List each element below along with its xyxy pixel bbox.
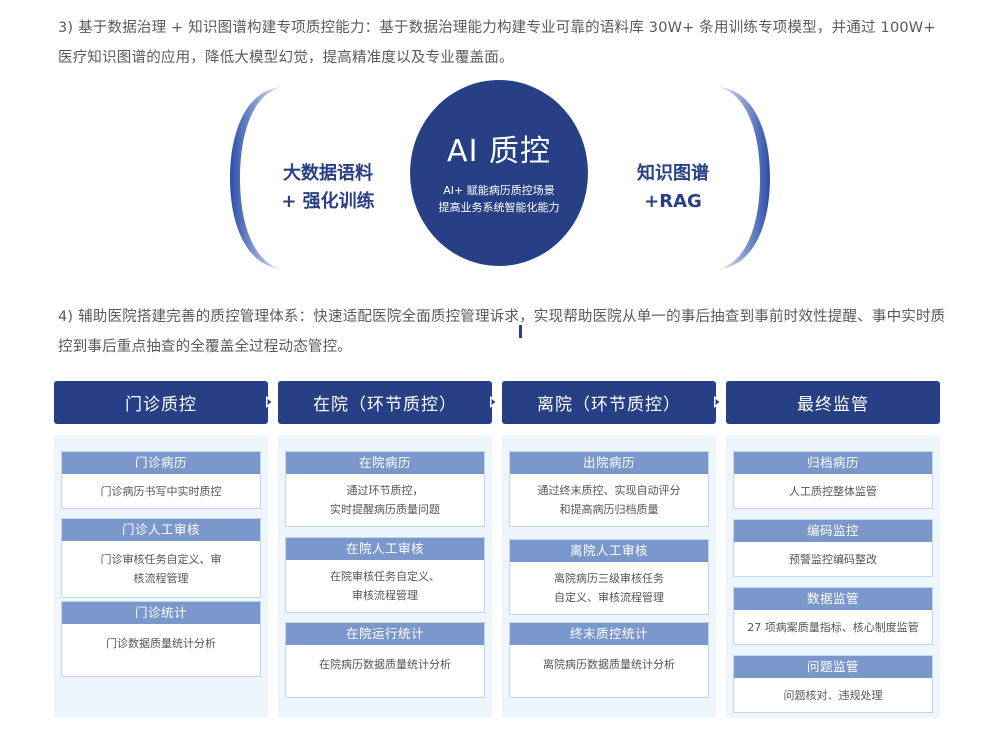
card-line: 在院审核任务自定义、: [330, 570, 440, 583]
card-body: 离院病历数据质量统计分析: [510, 645, 708, 697]
ai-qc-circle: AI 质控 AI+ 赋能病历质控场景 提高业务系统智能化能力: [410, 80, 588, 266]
card-title: 离院人工审核: [510, 540, 708, 562]
card-body: 门诊审核任务自定义、审 核流程管理: [62, 541, 260, 597]
card-discharge-records: 出院病历 通过终末质控、实现自动评分 和提高病历归档质量: [509, 451, 709, 527]
card-body: 门诊病历书写中实时质控: [62, 474, 260, 508]
stage-header-final-supervision: 最终监管: [726, 381, 940, 424]
card-line: 门诊病历书写中实时质控: [100, 484, 222, 498]
card-body: 通过环节质控， 实时提醒病历质量问题: [286, 474, 484, 526]
card-body: 门诊数据质量统计分析: [62, 624, 260, 676]
card-outpatient-manual-review: 门诊人工审核 门诊审核任务自定义、审 核流程管理: [61, 518, 261, 598]
card-body: 通过终末质控、实现自动评分 和提高病历归档质量: [510, 474, 708, 526]
right-label-kg-rag: 知识图谱 +RAG: [618, 160, 728, 216]
card-body: 问题核对．违规处理: [734, 678, 932, 712]
card-line: 自定义、审核流程管理: [554, 591, 664, 604]
card-line: 通过环节质控，: [346, 484, 424, 497]
card-title: 归档病历: [734, 452, 932, 474]
card-line: 离院病历数据质量统计分析: [543, 658, 675, 671]
text-cursor: [519, 325, 522, 338]
card-issue-supervision: 问题监管 问题核对．违规处理: [733, 655, 933, 713]
hero-subtitle: AI+ 赋能病历质控场景 提高业务系统智能化能力: [410, 182, 588, 216]
card-title: 出院病历: [510, 452, 708, 474]
card-outpatient-records: 门诊病历 门诊病历书写中实时质控: [61, 451, 261, 509]
panel-outpatient: 门诊病历 门诊病历书写中实时质控 门诊人工审核 门诊审核任务自定义、审 核流程管…: [54, 435, 268, 718]
panel-final-supervision: 归档病历 人工质控整体监管 编码监控 预警监控编码整改 数据监管 27 项病案质…: [726, 435, 940, 718]
chevron-right-icon: [490, 396, 498, 408]
panel-inpatient: 在院病历 通过环节质控， 实时提醒病历质量问题 在院人工审核 在院审核任务自定义…: [278, 435, 492, 718]
card-coding-monitor: 编码监控 预警监控编码整改: [733, 519, 933, 577]
card-inpatient-manual-review: 在院人工审核 在院审核任务自定义、 审核流程管理: [285, 537, 485, 613]
card-outpatient-statistics: 门诊统计 门诊数据质量统计分析: [61, 601, 261, 677]
left-arc-bracket-icon: [230, 87, 282, 269]
card-title: 在院病历: [286, 452, 484, 474]
right-label-line2: +RAG: [644, 191, 702, 212]
left-label-line2: + 强化训练: [281, 191, 375, 212]
card-body: 离院病历三级审核任务 自定义、审核流程管理: [510, 562, 708, 614]
card-body: 在院病历数据质量统计分析: [286, 645, 484, 697]
card-line: 离院病历三级审核任务: [554, 572, 664, 585]
card-title: 门诊病历: [62, 452, 260, 474]
card-title: 在院运行统计: [286, 623, 484, 645]
stage-header-inpatient: 在院（环节质控）: [278, 381, 492, 424]
ai-qc-hero-diagram: 大数据语料 + 强化训练 AI 质控 AI+ 赋能病历质控场景 提高业务系统智能…: [0, 80, 1000, 280]
card-line: 预警监控编码整改: [789, 552, 877, 566]
card-title: 门诊人工审核: [62, 519, 260, 541]
card-line: 实时提醒病历质量问题: [330, 503, 440, 516]
card-line: 在院病历数据质量统计分析: [319, 658, 451, 671]
stage-header-outpatient: 门诊质控: [54, 381, 268, 424]
right-label-line1: 知识图谱: [637, 163, 709, 184]
card-archived-records: 归档病历 人工质控整体监管: [733, 451, 933, 509]
stage-header-discharge: 离院（环节质控）: [502, 381, 716, 424]
card-line: 人工质控整体监管: [789, 484, 877, 498]
hero-title: AI 质控: [447, 134, 551, 169]
card-title: 问题监管: [734, 656, 932, 678]
card-line: 27 项病案质量指标、核心制度监管: [747, 620, 919, 634]
card-title: 数据监管: [734, 588, 932, 610]
card-line: 和提高病历归档质量: [559, 503, 659, 516]
card-title: 编码监控: [734, 520, 932, 542]
card-line: 核流程管理: [133, 572, 189, 585]
left-label-corpus-training: 大数据语料 + 强化训练: [268, 160, 388, 216]
card-discharge-manual-review: 离院人工审核 离院病历三级审核任务 自定义、审核流程管理: [509, 539, 709, 615]
card-body: 人工质控整体监管: [734, 474, 932, 508]
card-title: 终末质控统计: [510, 623, 708, 645]
right-arc-bracket-icon: [718, 87, 770, 269]
card-line: 审核流程管理: [352, 589, 418, 602]
paragraph-3-data-governance: 3) 基于数据治理 + 知识图谱构建专项质控能力：基于数据治理能力构建专业可靠的…: [58, 20, 936, 66]
card-line: 门诊审核任务自定义、审: [100, 553, 222, 566]
chevron-right-icon: [714, 396, 722, 408]
hero-subtitle-line1: AI+ 赋能病历质控场景: [443, 184, 555, 197]
card-body: 预警监控编码整改: [734, 542, 932, 576]
paragraph-4-management-system: 4) 辅助医院搭建完善的质控管理体系：快速适配医院全面质控管理诉求，实现帮助医院…: [58, 309, 946, 355]
panel-discharge: 出院病历 通过终末质控、实现自动评分 和提高病历归档质量 离院人工审核 离院病历…: [502, 435, 716, 718]
card-terminal-qc-statistics: 终末质控统计 离院病历数据质量统计分析: [509, 622, 709, 698]
card-inpatient-records: 在院病历 通过环节质控， 实时提醒病历质量问题: [285, 451, 485, 527]
chevron-right-icon: [266, 396, 274, 408]
card-title: 在院人工审核: [286, 538, 484, 560]
left-label-line1: 大数据语料: [283, 163, 373, 184]
card-inpatient-run-statistics: 在院运行统计 在院病历数据质量统计分析: [285, 622, 485, 698]
card-body: 27 项病案质量指标、核心制度监管: [734, 610, 932, 644]
card-line: 通过终末质控、实现自动评分: [537, 484, 681, 497]
card-title: 门诊统计: [62, 602, 260, 624]
card-data-supervision: 数据监管 27 项病案质量指标、核心制度监管: [733, 587, 933, 645]
card-line: 问题核对．违规处理: [783, 688, 883, 702]
card-body: 在院审核任务自定义、 审核流程管理: [286, 560, 484, 612]
card-line: 门诊数据质量统计分析: [106, 637, 216, 650]
hero-subtitle-line2: 提高业务系统智能化能力: [438, 201, 560, 214]
